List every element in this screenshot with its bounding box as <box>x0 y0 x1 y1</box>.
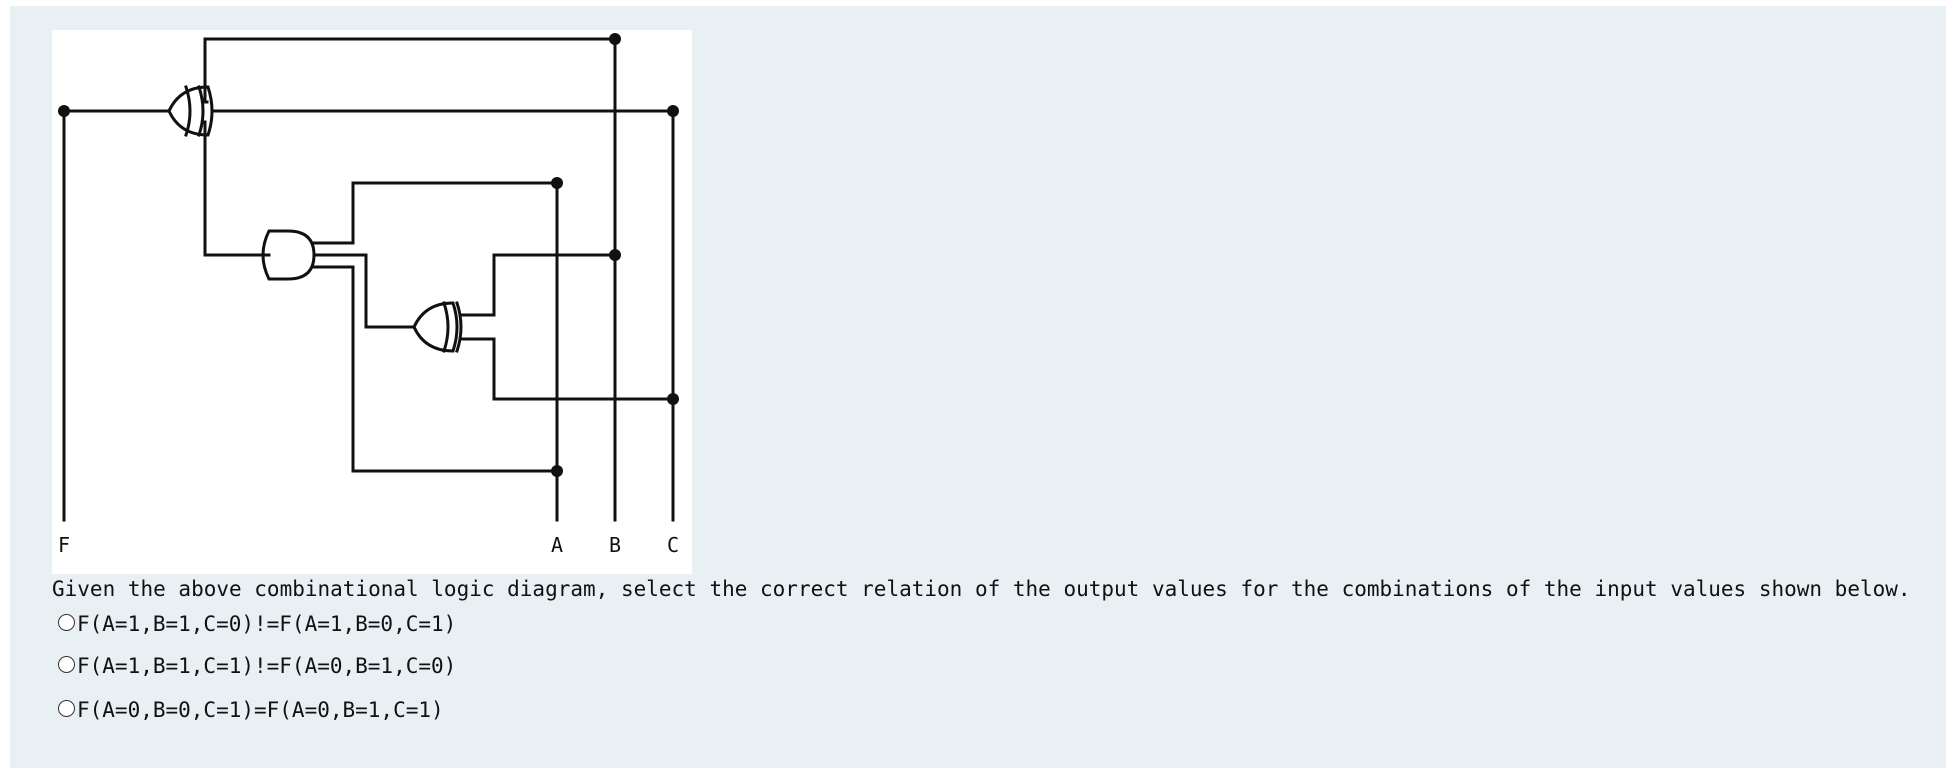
logic-diagram: F A B C <box>52 30 692 574</box>
junction-b-mid <box>609 249 621 261</box>
question-panel: F A B C Given the above combinational lo… <box>10 6 1946 768</box>
answer-option-2[interactable]: F(A=1,B=1,C=1)!=F(A=0,B=1,C=0) <box>58 652 456 680</box>
junction-a-upper <box>551 177 563 189</box>
logic-diagram-svg: F A B C <box>58 33 679 557</box>
radio-button-3[interactable] <box>58 699 75 717</box>
and-gate <box>261 229 316 281</box>
label-a: A <box>551 533 563 557</box>
junction-a-lower <box>551 465 563 477</box>
wire-xor-in-c <box>458 337 675 401</box>
wire-top-xor-b <box>202 37 617 102</box>
wire-xor-in-b <box>458 253 617 317</box>
radio-button-2[interactable] <box>58 655 75 673</box>
wire-and-in-a <box>312 181 559 245</box>
wire-and-in-xor <box>312 253 416 329</box>
answer-option-3-label: F(A=0,B=0,C=1)=F(A=0,B=1,C=1) <box>77 698 444 722</box>
junction-f <box>58 105 70 117</box>
junction-b-top <box>609 33 621 45</box>
answer-option-3[interactable]: F(A=0,B=0,C=1)=F(A=0,B=1,C=1) <box>58 696 444 724</box>
junction-c-mid <box>667 393 679 405</box>
label-c: C <box>667 533 679 557</box>
question-text: Given the above combinational logic diag… <box>52 577 1911 601</box>
answer-option-2-label: F(A=1,B=1,C=1)!=F(A=0,B=1,C=0) <box>77 654 457 678</box>
radio-button-1[interactable] <box>58 613 75 631</box>
wire-top-xor-and <box>202 120 271 257</box>
xor-gate-top <box>167 85 214 137</box>
xor-gate-bottom <box>412 301 463 353</box>
junction-c-top <box>667 105 679 117</box>
answer-option-1-label: F(A=1,B=1,C=0)!=F(A=1,B=0,C=1) <box>77 612 457 636</box>
label-f: F <box>58 533 70 557</box>
label-b: B <box>609 533 621 557</box>
wire-and-in-a2 <box>312 265 559 473</box>
answer-option-1[interactable]: F(A=1,B=1,C=0)!=F(A=1,B=0,C=1) <box>58 610 456 638</box>
